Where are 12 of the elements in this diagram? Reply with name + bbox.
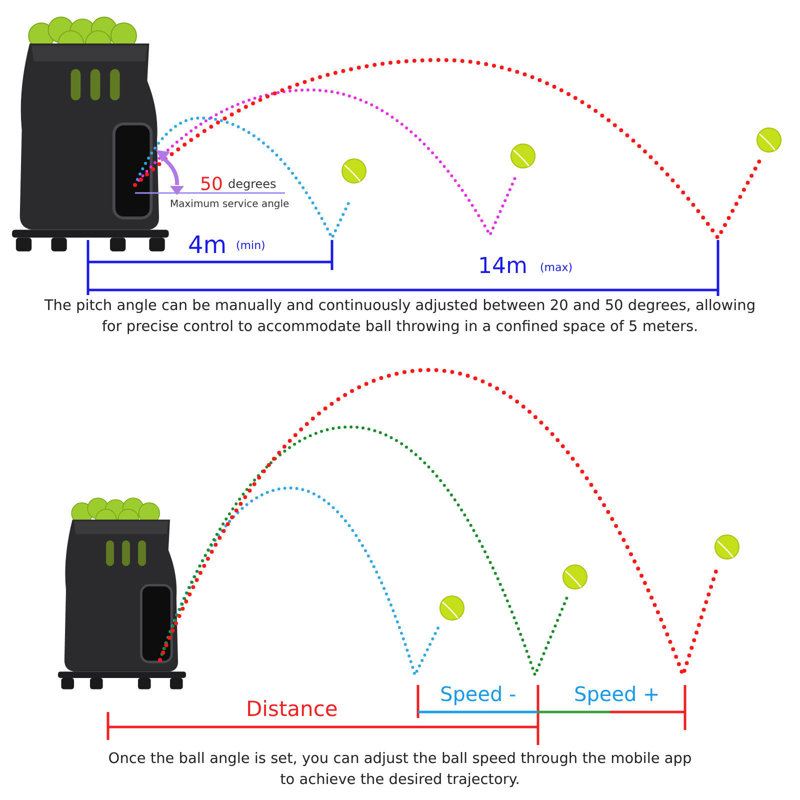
- description-text: Once the ball angle is set, you can adjust the ball speed through the mobile app to achieve the desired trajectory.: [107, 750, 693, 790]
- unit-label: degrees: [228, 178, 276, 192]
- distance-note: (min): [236, 240, 266, 252]
- dimension-label: Speed -: [440, 683, 516, 705]
- angle-caption: Maximum service angle: [170, 199, 290, 210]
- dimension-label: Distance: [246, 698, 338, 722]
- angle-value: 50: [200, 175, 223, 195]
- distance-value: 4m: [188, 232, 227, 258]
- dimension-label: Speed +: [574, 683, 660, 705]
- description-text: The pitch angle can be manually and continuously adjusted between 20 and 50 degrees, allowing for precise control to accommodate ball throwing in a confined space of 5 meters.: [43, 297, 757, 338]
- distance-note: (max): [540, 262, 573, 274]
- distance-value: 14m: [478, 255, 528, 280]
